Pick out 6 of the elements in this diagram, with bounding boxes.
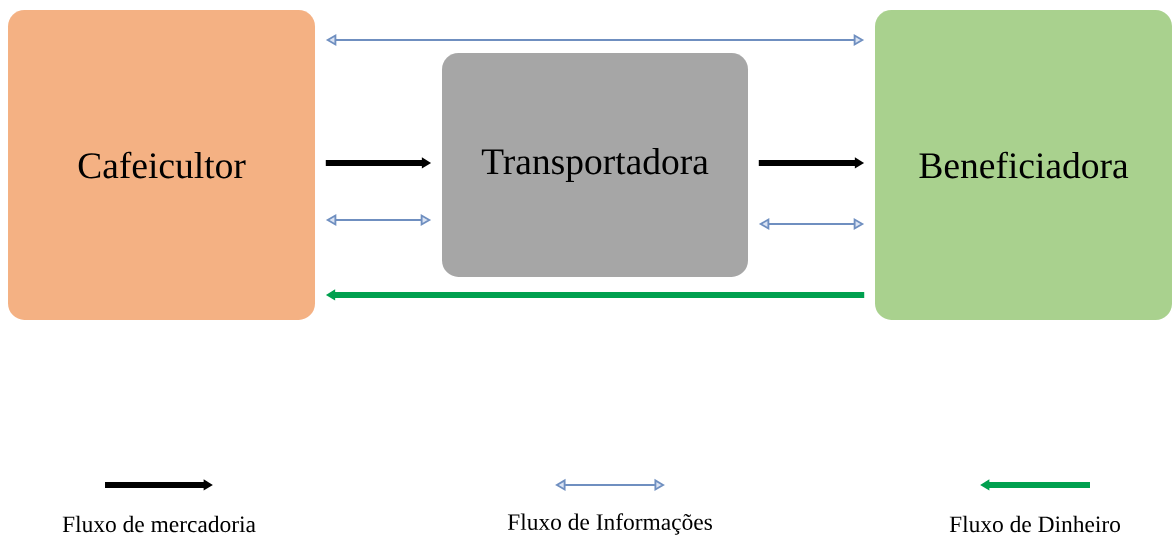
legend-label: Fluxo de Informações bbox=[507, 513, 712, 535]
process-box: Beneficiadora bbox=[875, 10, 1172, 320]
legend-label: Fluxo de mercadoria bbox=[62, 515, 256, 533]
process-box: Cafeicultor bbox=[8, 10, 315, 320]
process-box: Transportadora bbox=[442, 53, 748, 277]
legend-label: Fluxo de Dinheiro bbox=[949, 515, 1120, 533]
